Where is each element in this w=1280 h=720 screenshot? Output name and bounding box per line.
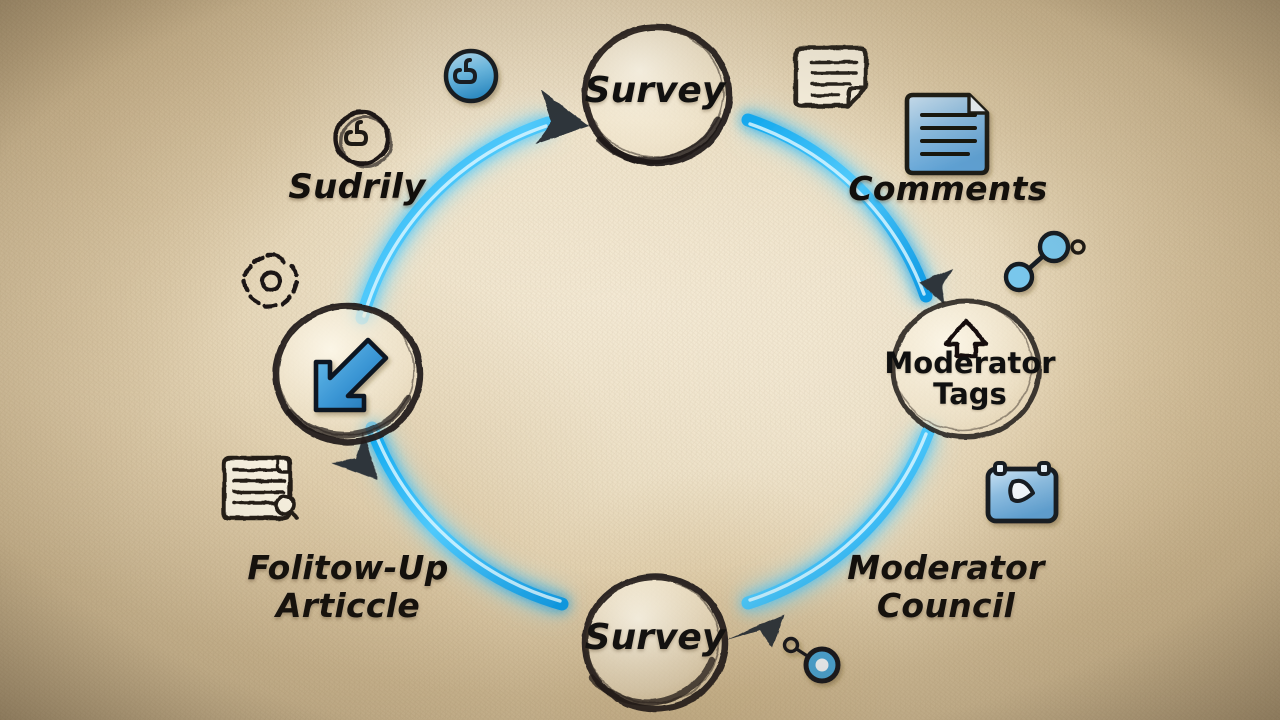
edge-label-sudrily: Sudrily <box>288 167 426 207</box>
edge-label-moderator-council: Moderator Council <box>847 548 1045 625</box>
blue-document-icon <box>904 92 990 176</box>
tiny-circle-icon <box>1070 239 1086 255</box>
document-search-icon <box>221 455 299 521</box>
outline-badge-icon <box>333 109 393 169</box>
link-nodes-icon <box>1003 230 1071 293</box>
edge-label-comments: Comments <box>848 169 1048 208</box>
edge-label-followup-article: Folitow-Up Articcle <box>247 548 449 625</box>
node-left-action[interactable] <box>272 302 424 446</box>
gear-outline-icon <box>241 252 300 309</box>
blue-badge-icon <box>443 48 499 104</box>
media-play-icon <box>985 461 1059 524</box>
node-bottom-label: Survey <box>584 617 726 658</box>
node-top-label: Survey <box>584 70 726 111</box>
blue-ring-icon <box>782 636 841 684</box>
node-right-label: Moderator Tags <box>884 346 1056 411</box>
note-lines-icon <box>793 45 869 109</box>
